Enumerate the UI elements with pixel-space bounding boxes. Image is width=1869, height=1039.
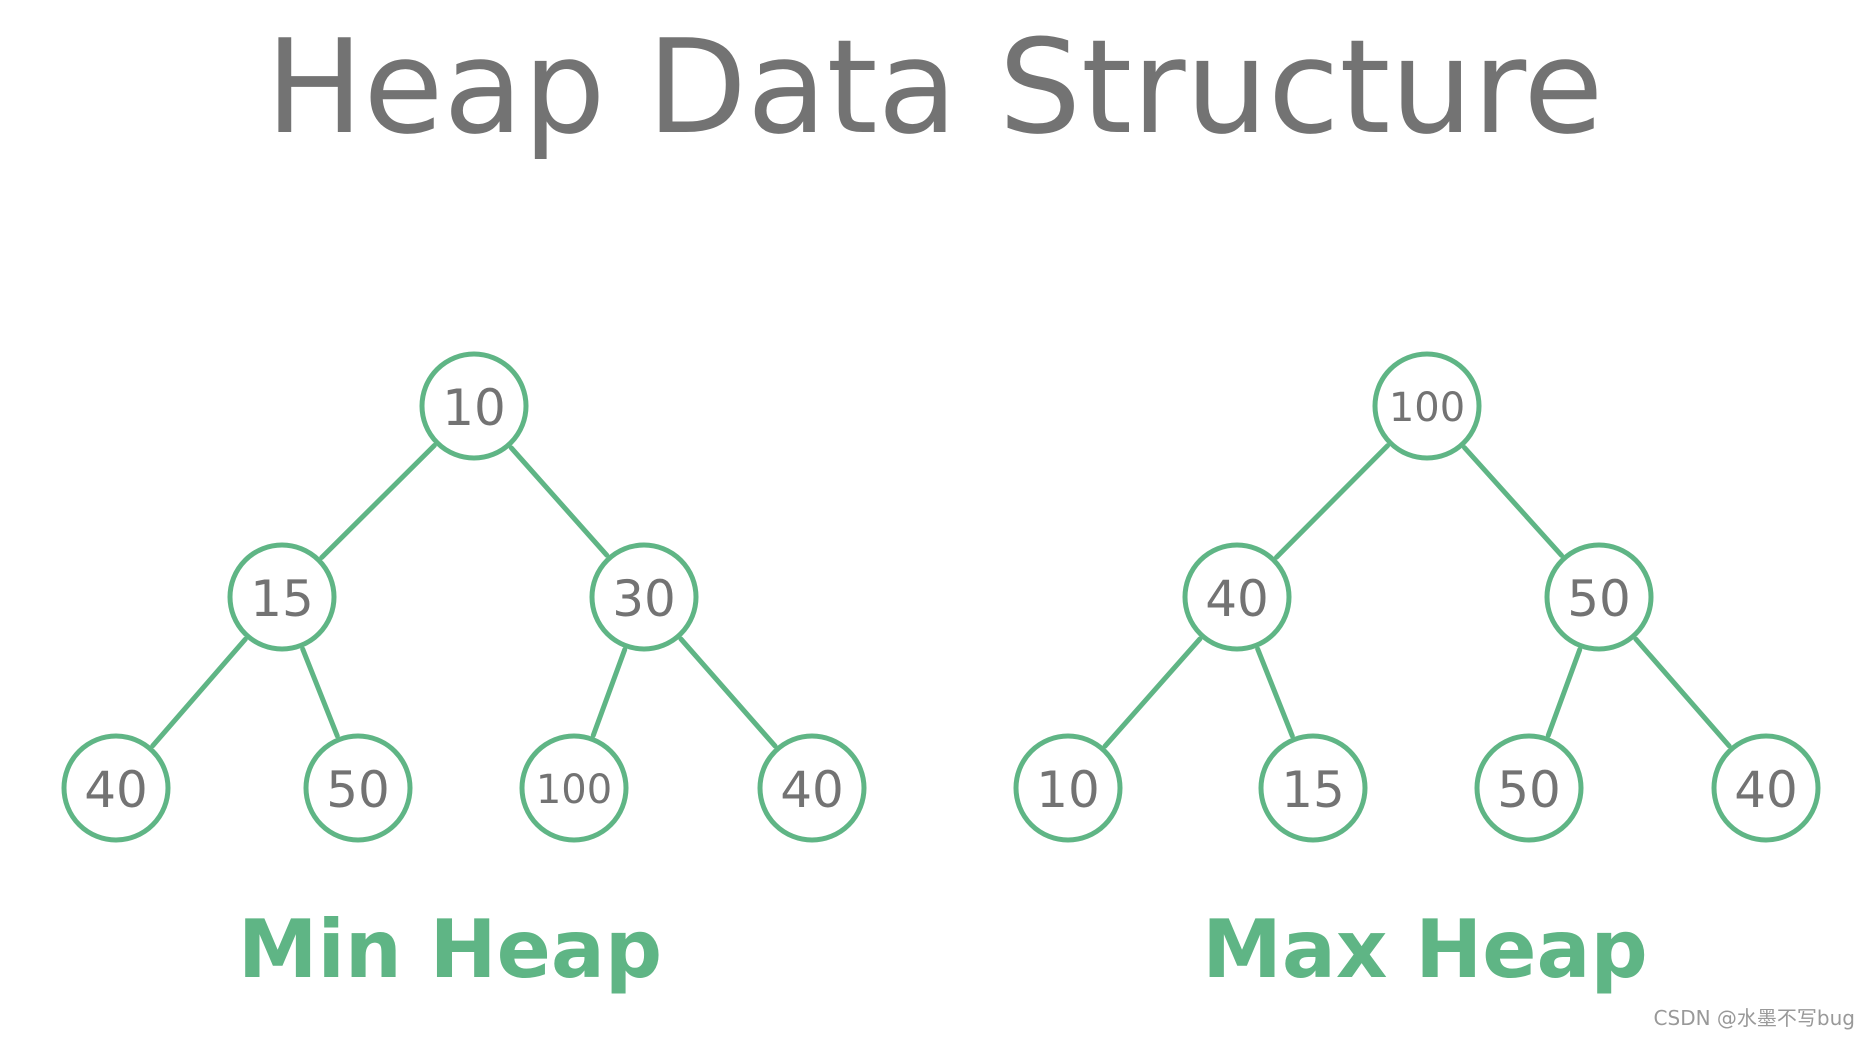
min-heap-edge <box>300 646 340 739</box>
max-heap-node-value: 10 <box>1036 761 1100 819</box>
min-heap-node: 10 <box>419 351 529 461</box>
min-heap-edge <box>590 647 628 738</box>
min-heap-node-value: 15 <box>250 570 314 628</box>
max-heap-node-value: 50 <box>1497 761 1561 819</box>
min-heap-node: 15 <box>227 542 337 652</box>
min-heap-node: 40 <box>61 733 171 843</box>
heap-edges <box>150 442 1732 749</box>
max-heap-node: 100 <box>1372 351 1482 461</box>
max-heap-node: 40 <box>1182 542 1292 652</box>
min-heap-node-circle <box>227 542 337 652</box>
max-heap-node-value: 40 <box>1734 761 1798 819</box>
max-heap-node-circle <box>1182 542 1292 652</box>
max-heap-node-circle <box>1474 733 1584 843</box>
max-heap-node-circle <box>1372 351 1482 461</box>
max-heap-edge <box>1255 646 1295 739</box>
min-heap-node-circle <box>61 733 171 843</box>
max-heap-edge <box>1461 445 1565 558</box>
max-heap-node: 40 <box>1711 733 1821 843</box>
min-heap-node: 40 <box>757 733 867 843</box>
min-heap-edge <box>150 636 248 749</box>
max-heap-node-value: 100 <box>1389 385 1465 431</box>
min-heap-node: 100 <box>519 733 629 843</box>
max-heap-node-circle <box>1711 733 1821 843</box>
min-heap-node-value: 40 <box>780 761 844 819</box>
min-heap-node-value: 10 <box>442 379 506 437</box>
max-heap-node-value: 40 <box>1205 570 1269 628</box>
max-heap-node-circle <box>1013 733 1123 843</box>
min-heap-node-value: 40 <box>84 761 148 819</box>
max-heap-node-value: 50 <box>1567 570 1631 628</box>
max-heap-edge <box>1273 443 1391 560</box>
max-heap-node-value: 15 <box>1281 761 1345 819</box>
min-heap-node-circle <box>589 542 699 652</box>
max-heap-edge <box>1102 636 1203 749</box>
page-title: Heap Data Structure <box>265 11 1604 163</box>
min-heap-label: Min Heap <box>237 903 663 996</box>
min-heap-node-circle <box>757 733 867 843</box>
max-heap-node-circle <box>1544 542 1654 652</box>
min-heap-edge <box>508 445 610 558</box>
min-heap-node-value: 50 <box>326 761 390 819</box>
max-heap-label: Max Heap <box>1202 903 1648 996</box>
max-heap-edge <box>1633 636 1732 749</box>
max-heap-node: 50 <box>1474 733 1584 843</box>
max-heap-node-circle <box>1258 733 1368 843</box>
min-heap-node-value: 100 <box>536 767 612 813</box>
max-heap-node: 10 <box>1013 733 1123 843</box>
min-heap-node: 50 <box>303 733 413 843</box>
min-heap-node-circle <box>519 733 629 843</box>
min-heap-node: 30 <box>589 542 699 652</box>
heap-nodes: 10 15 30 40 50 100 40 100 40 50 10 15 50 40 <box>61 351 1821 843</box>
min-heap-node-value: 30 <box>612 570 676 628</box>
min-heap-node-circle <box>419 351 529 461</box>
max-heap-edge <box>1545 647 1583 738</box>
min-heap-node-circle <box>303 733 413 843</box>
max-heap-node: 50 <box>1544 542 1654 652</box>
min-heap-edge <box>678 636 778 749</box>
watermark: CSDN @水墨不写bug <box>1653 1006 1855 1030</box>
max-heap-node: 15 <box>1258 733 1368 843</box>
min-heap-edge <box>319 442 437 561</box>
